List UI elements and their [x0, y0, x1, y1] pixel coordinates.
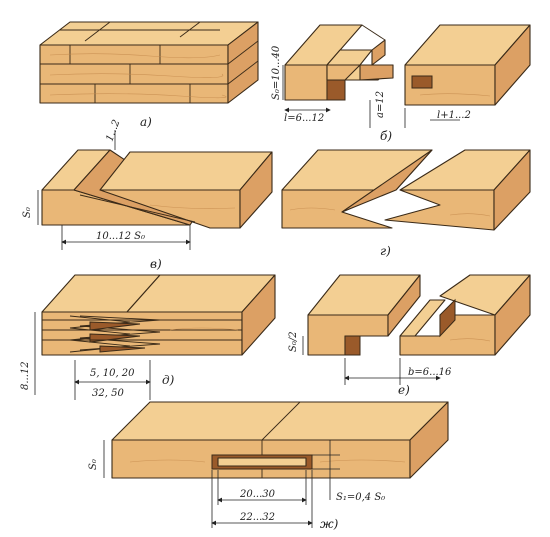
panel-zh-joint: S₀ 20...30 22...32 S₁=0,4 S₀ ж): [88, 401, 449, 531]
panel-zh-dim-s0: S₀: [88, 459, 99, 470]
panel-a-block: а): [39, 21, 259, 129]
panel-v-dim-gap: 1...2: [104, 118, 122, 143]
panel-e-joint: S₀/2 b=6...16 е): [288, 274, 531, 397]
panel-d-dim-height: 8...12: [20, 361, 31, 390]
panel-d-dim-len: 32, 50: [92, 388, 124, 399]
panel-zh-dim-inner: 20...30: [239, 489, 276, 500]
panel-b-dim-l: l=6...12: [284, 113, 324, 124]
panel-v-dim-len: 10...12 S₀: [96, 231, 145, 242]
panel-b-dim-height: S₀=10...40: [271, 45, 282, 100]
panel-b-dim-a: a=12: [375, 91, 386, 118]
panel-g-joint: г): [281, 149, 531, 258]
panel-b-dim-l2: l+1...2: [437, 110, 471, 121]
panel-e-dim-b: b=6...16: [408, 367, 452, 378]
panel-v-caption: в): [150, 257, 162, 271]
panel-zh-dim-outer: 22...32: [239, 512, 275, 523]
panel-v-joint: S₀ 10...12 S₀ 1...2 в): [22, 118, 273, 271]
panel-d-joint: 8...12 5, 10, 20 32, 50 д): [20, 274, 276, 400]
panel-b-joint: S₀=10...40 l=6...12 a=12 l+1...2 б): [271, 24, 531, 143]
panel-e-caption: е): [398, 383, 410, 397]
panel-e-dim-half: S₀/2: [288, 331, 299, 352]
panel-d-caption: д): [162, 373, 175, 387]
panel-zh-dim-s1: S₁=0,4 S₀: [336, 492, 385, 503]
panel-b-caption: б): [380, 129, 392, 143]
panel-a-caption: а): [140, 115, 152, 129]
panel-g-caption: г): [380, 244, 391, 258]
panel-zh-caption: ж): [320, 517, 339, 531]
panel-d-dim-step: 5, 10, 20: [90, 368, 135, 379]
panel-v-dim-s0: S₀: [22, 207, 33, 218]
